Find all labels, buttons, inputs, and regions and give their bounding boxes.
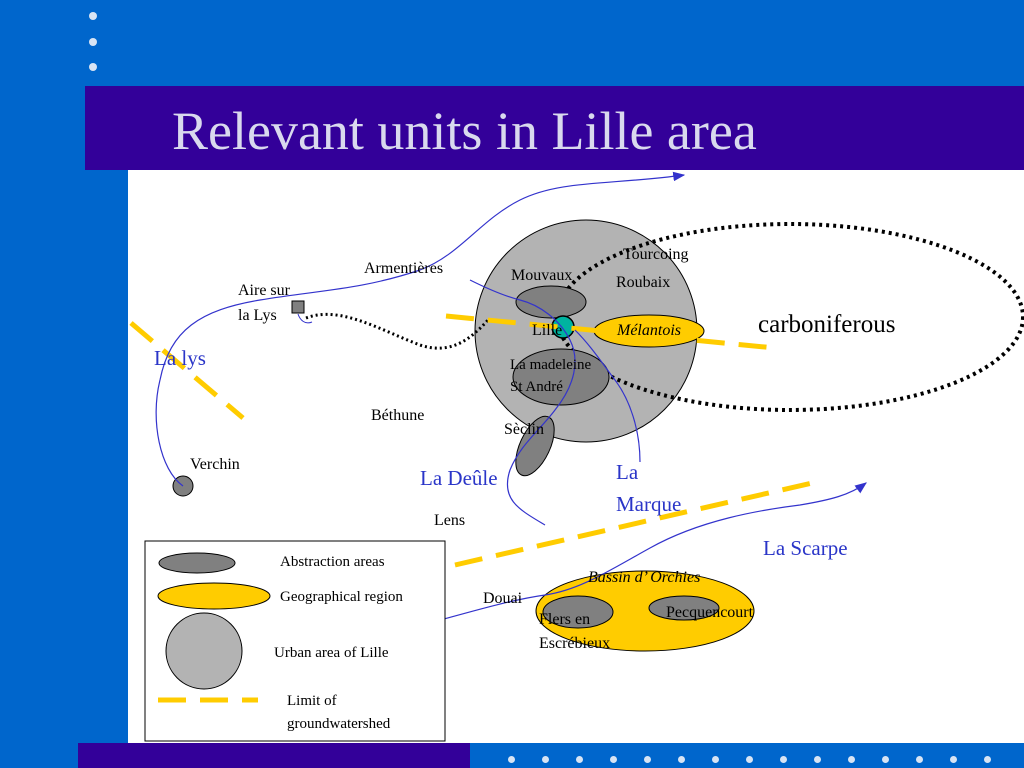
groundwatershed-limit-lille [445,313,776,351]
aire-sur-la-lys-marker [291,300,305,314]
label-roubaix: Roubaix [616,274,671,291]
abstraction-area-pecquencourt [648,595,720,621]
footer-dot [984,756,991,763]
footer-dot [508,756,515,763]
bullet-dot [89,12,97,20]
label-escrebieux: Escrébieux [539,635,611,652]
page-title: Relevant units in Lille area [172,101,757,161]
label-mouvaux: Mouvaux [511,267,573,284]
legend-label-limit-1: Limit of [287,693,337,709]
legend-label-geographical: Geographical region [280,589,403,605]
label-st-andre: St André [510,379,563,395]
label-verchin: Verchin [190,456,240,473]
label-bethune: Béthune [371,407,425,424]
abstraction-area-flers [542,595,614,629]
label-lille: Lille [532,322,563,339]
label-douai: Douai [483,590,523,607]
label-river-la-deule: La Deûle [420,466,498,490]
groundwatershed-limit-scarpe [454,480,813,568]
abstraction-area-la-madeleine [512,348,610,406]
legend-abstraction-swatch [158,552,236,574]
label-river-la-scarpe: La Scarpe [763,536,848,560]
footer-dot [610,756,617,763]
footer-dot [712,756,719,763]
footer-dot [746,756,753,763]
footer-dot [814,756,821,763]
label-lens: Lens [434,512,466,529]
label-pecquencourt: Pecquencourt [666,604,754,621]
bullet-dot [89,38,97,46]
legend-label-limit-2: groundwatershed [287,716,391,732]
geographical-region-bassin-orchies [535,570,755,652]
carboniferous-boundary [555,222,1024,412]
label-river-la-lys: La lys [154,346,206,370]
river-la-deule [469,279,576,526]
river-la-marque [574,329,641,463]
footer-dot [542,756,549,763]
label-melantois: Mélantois [617,322,681,339]
legend-geographical-swatch [157,582,271,610]
label-river-la-marque-2: Marque [616,492,682,516]
footer-dot [950,756,957,763]
footer-dot [644,756,651,763]
label-aire-sur: Aire sur [238,282,290,299]
label-river-la-marque-1: La [616,460,639,484]
title-band [85,86,1024,170]
legend-label-abstraction: Abstraction areas [280,554,385,570]
groundwatershed-limit-lys [129,321,245,420]
map-canvas-extension [930,170,1024,743]
label-la-madeleine: La madeleine [510,357,592,373]
footer-dot [848,756,855,763]
abstraction-area-mouvaux [515,285,587,319]
label-bassin-orchies: Bassin d’ Orchies [588,569,701,586]
footer-dot [576,756,583,763]
footer-band-left [78,743,470,768]
footer-band-right [470,743,1024,768]
legend-label-urban: Urban area of Lille [274,645,389,661]
river-la-deule [297,313,313,324]
label-la-lys-town: la Lys [238,307,277,324]
river-la-lys [155,171,686,487]
footer-dot [916,756,923,763]
label-carboniferous: carboniferous [758,311,896,338]
footer-dot [882,756,889,763]
label-flers-en: Flers en [539,611,591,628]
label-armentieres: Armentières [364,260,444,277]
footer-dot [678,756,685,763]
legend-urban-swatch [165,612,243,690]
label-tourcoing: Tourcoing [623,246,689,263]
footer-dot [780,756,787,763]
bullet-dot [89,63,97,71]
label-seclin: Sèclin [504,421,544,438]
abstraction-area-seclin [515,415,555,477]
carboniferous-extension-line [305,312,490,350]
river-la-scarpe [432,482,867,623]
